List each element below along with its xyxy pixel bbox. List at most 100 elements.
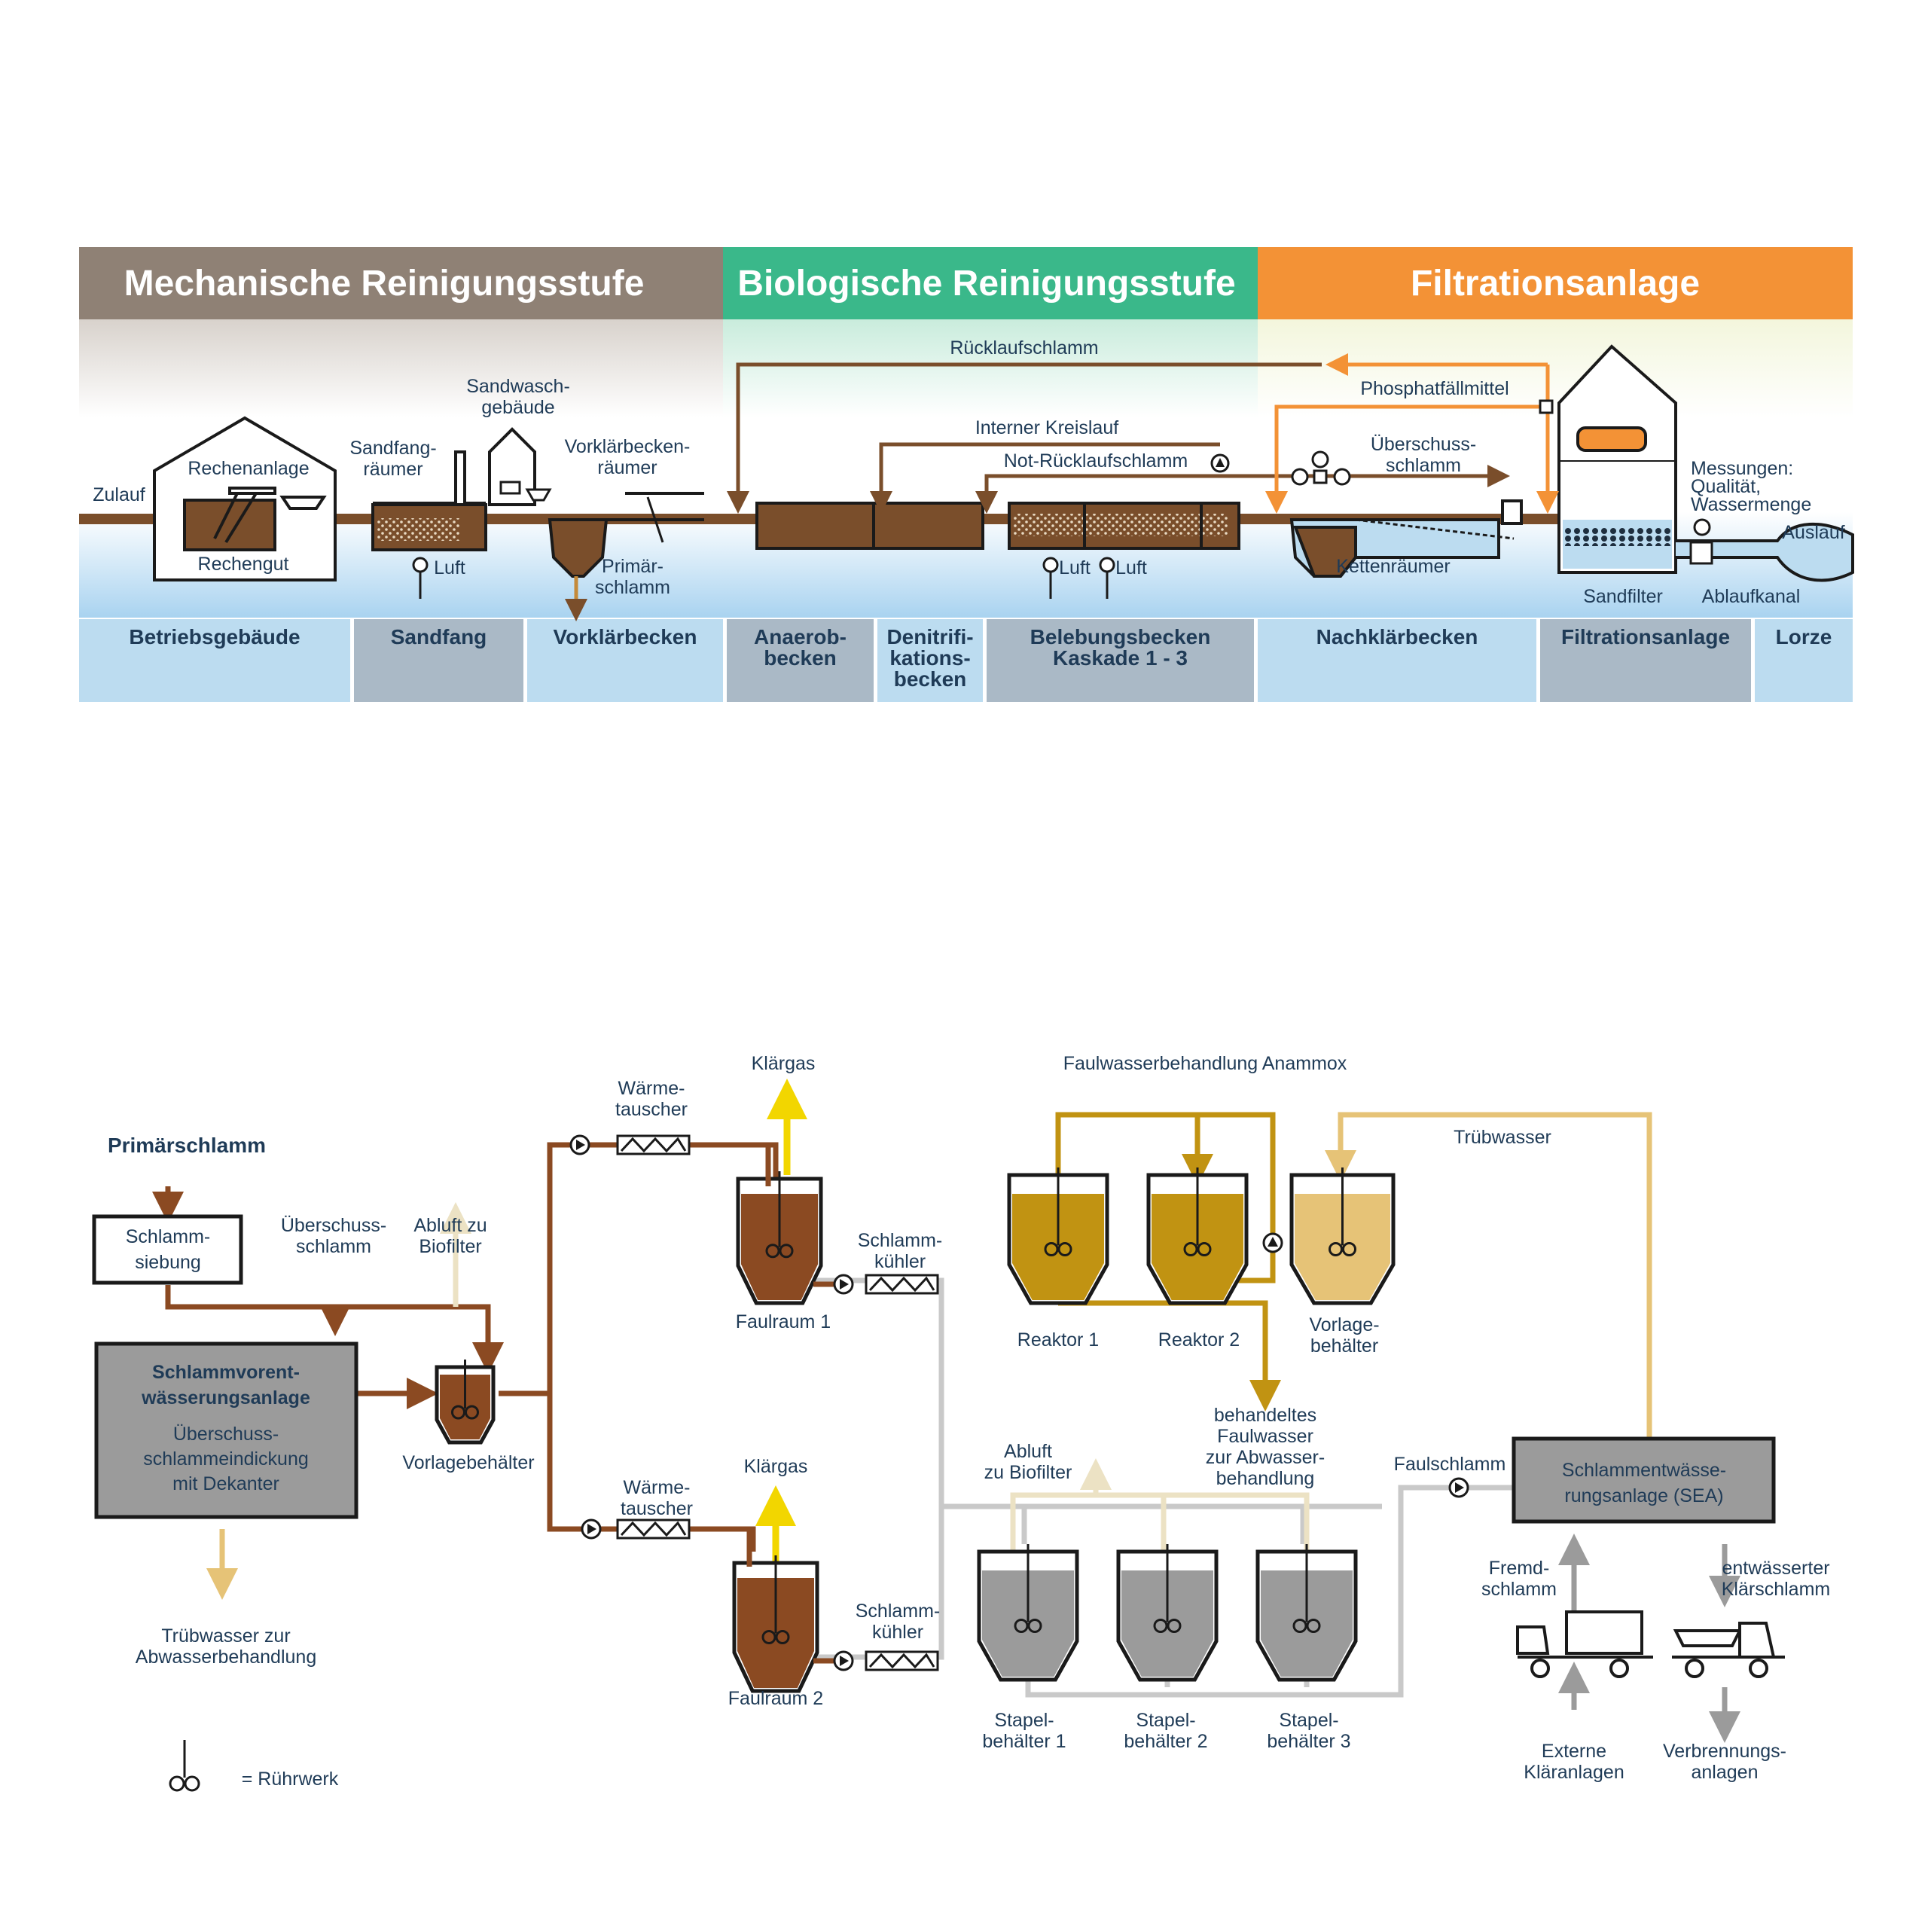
measurements-label: Messungen:Qualität,Wassermenge bbox=[1691, 458, 1811, 515]
emergency-return-line bbox=[975, 474, 1318, 514]
tanks bbox=[435, 1167, 1396, 1693]
pump-icon bbox=[581, 1518, 602, 1540]
feed-tank-label: Vorlage-behälter bbox=[1309, 1314, 1379, 1357]
return-sludge-label: Rücklaufschlamm bbox=[950, 337, 1098, 359]
phosphate-label: Phosphatfällmittel bbox=[1360, 378, 1509, 399]
grit-chamber bbox=[371, 427, 552, 551]
valve-icon bbox=[1291, 450, 1351, 486]
filtration-background bbox=[1258, 319, 1853, 417]
mixer-icon bbox=[1153, 1544, 1182, 1633]
screening-label: Schlamm-siebung bbox=[126, 1226, 211, 1273]
heat-exchanger-icon bbox=[865, 1274, 939, 1295]
station-panel bbox=[877, 619, 983, 702]
station-label: Filtrationsanlage bbox=[1561, 625, 1730, 649]
air-label: Luft bbox=[434, 557, 465, 578]
biological-header-bar bbox=[723, 247, 1258, 319]
station-label: Sandfang bbox=[391, 625, 487, 649]
digester-1-label: Faulraum 1 bbox=[736, 1311, 831, 1332]
digester-2-label: Faulraum 2 bbox=[728, 1688, 823, 1709]
storage-1-label: Stapel-behälter 1 bbox=[982, 1710, 1066, 1752]
mechanical-header: Mechanische Reinigungsstufe bbox=[124, 264, 645, 304]
station-panel bbox=[1540, 619, 1751, 702]
heat-exchanger-icon bbox=[616, 1134, 691, 1155]
heat-exchanger-icon bbox=[616, 1518, 691, 1540]
station-panel bbox=[527, 619, 723, 702]
pump-icon bbox=[569, 1134, 590, 1155]
mechanical-background bbox=[79, 319, 723, 417]
reactor-1-label: Reaktor 1 bbox=[1017, 1329, 1099, 1351]
primary-sludge-heading: Primärschlamm bbox=[108, 1134, 266, 1157]
feed-tank bbox=[1289, 1167, 1396, 1305]
filtration-building bbox=[1557, 344, 1854, 582]
station-panel bbox=[987, 619, 1254, 702]
storage-tank-2 bbox=[1116, 1544, 1219, 1682]
sludge-cooler-label-1: Schlamm-kühler bbox=[858, 1230, 943, 1272]
turbid-water-top-label: Trübwasser bbox=[1454, 1127, 1551, 1148]
outlet-label: Auslauf bbox=[1782, 522, 1844, 543]
digester-2 bbox=[732, 1555, 819, 1693]
sea-box bbox=[1512, 1436, 1776, 1524]
secondary-clarifier bbox=[1289, 499, 1523, 578]
legend-label: = Rührwerk bbox=[242, 1769, 339, 1790]
air-label: Luft bbox=[1115, 557, 1147, 578]
mixer-icon bbox=[1183, 1167, 1212, 1256]
pump-icon bbox=[1210, 453, 1230, 473]
clarifier-scraper-label: Vorklärbecken-räumer bbox=[565, 436, 691, 478]
air-label: Luft bbox=[1059, 557, 1091, 578]
station-panel bbox=[1258, 619, 1536, 702]
reactor-2 bbox=[1146, 1167, 1249, 1305]
mixer-icon bbox=[761, 1555, 790, 1644]
pump-icon bbox=[1262, 1232, 1283, 1253]
primary-sludge-label: Primär-schlamm bbox=[595, 556, 670, 598]
sludge-cooler-label-2: Schlamm-kühler bbox=[856, 1601, 941, 1643]
station-label: Anaerob-becken bbox=[754, 625, 847, 670]
station-label: Denitrifi-kations-becken bbox=[886, 625, 973, 691]
mixer-icon bbox=[1044, 1167, 1072, 1256]
filtration-header: Filtrationsanlage bbox=[1411, 264, 1700, 304]
emergency-return-label: Not-Rücklaufschlamm bbox=[1004, 450, 1188, 472]
sludge-labels: PrimärschlammSchlamm-siebungÜberschuss-s… bbox=[108, 1053, 1830, 1790]
storage-2-label: Stapel-behälter 2 bbox=[1124, 1710, 1207, 1752]
equipment bbox=[550, 1134, 1469, 1671]
biogas-label-1: Klärgas bbox=[752, 1053, 816, 1074]
external-sludge-label: Fremd-schlamm bbox=[1481, 1558, 1557, 1600]
excess-sludge-label: Überschuss-schlamm bbox=[1371, 434, 1476, 476]
return-sludge-line bbox=[727, 362, 1322, 514]
incineration-label: Verbrennungs-anlagen bbox=[1663, 1741, 1786, 1783]
station-label: Vorklärbecken bbox=[554, 625, 697, 649]
screening-box bbox=[92, 1214, 243, 1285]
mixer-icon bbox=[451, 1360, 479, 1420]
grit-scraper-label: Sandfang-räumer bbox=[349, 438, 436, 480]
pump-icon bbox=[833, 1650, 854, 1671]
valve-icon bbox=[1539, 399, 1554, 414]
station-label: Lorze bbox=[1776, 625, 1832, 649]
internal-loop-line bbox=[870, 442, 1220, 514]
anammox-heading: Faulwasserbehandlung Anammox bbox=[1063, 1053, 1347, 1074]
fan-icon bbox=[412, 557, 1115, 599]
station-panel bbox=[79, 619, 350, 702]
pump-icon bbox=[833, 1274, 854, 1295]
outflow-channel-label: Ablaufkanal bbox=[1702, 586, 1801, 607]
treatment-process-section: Mechanische Reinigungsstufe Biologische … bbox=[79, 247, 1854, 702]
mixer-icon bbox=[1014, 1544, 1042, 1633]
digested-sludge-label: Faulschlamm bbox=[1394, 1454, 1506, 1475]
storage-3-label: Stapel-behälter 3 bbox=[1267, 1710, 1350, 1752]
operations-building bbox=[153, 416, 337, 581]
sludge-treatment-section: PrimärschlammSchlamm-siebungÜberschuss-s… bbox=[92, 1053, 1830, 1792]
heat-exchanger-label-1: Wärme-tauscher bbox=[615, 1078, 688, 1120]
pre-tank bbox=[435, 1360, 496, 1445]
sea-label: Schlammentwässe-rungsanlage (SEA) bbox=[1562, 1460, 1726, 1506]
biological-background bbox=[723, 319, 1258, 417]
storage-tank-3 bbox=[1255, 1544, 1358, 1682]
process-labels: ZulaufRechenanlageRechengutSandfang-räum… bbox=[93, 337, 1844, 607]
pump-icon bbox=[1448, 1477, 1469, 1498]
sand-wash-label: Sandwasch-gebäude bbox=[466, 376, 570, 418]
